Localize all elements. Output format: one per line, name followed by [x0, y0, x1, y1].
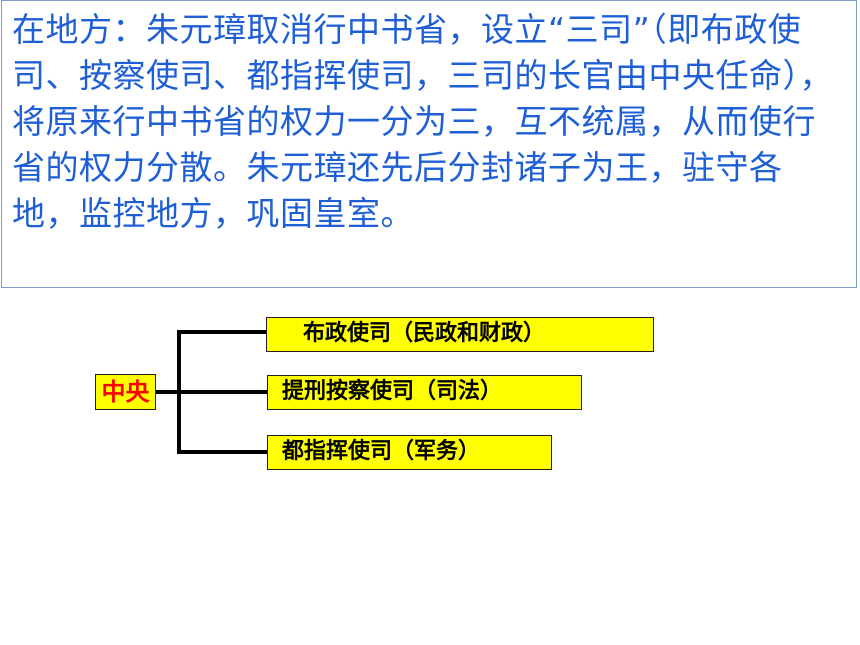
root-box-central: 中央: [95, 374, 156, 410]
branch-box-buzhengshisi: 布政使司（民政和财政）: [266, 317, 654, 352]
root-connector: [156, 390, 178, 394]
branch-box-anchashisi: 提刑按察使司（司法）: [267, 375, 582, 410]
text-panel: 在地方：朱元璋取消行中书省，设立“三司”（即布政使司、按察使司、都指挥使司，三司…: [1, 0, 857, 288]
paragraph-text: 在地方：朱元璋取消行中书省，设立“三司”（即布政使司、按察使司、都指挥使司，三司…: [12, 10, 833, 233]
branch-connector-2: [177, 390, 267, 394]
branch-connector-3: [177, 450, 267, 454]
branch-box-duzhihuishisi: 都指挥使司（军务）: [267, 435, 552, 470]
org-diagram: 中央 布政使司（民政和财政） 提刑按察使司（司法） 都指挥使司（军务）: [0, 300, 860, 500]
branch-connector-1: [177, 330, 267, 334]
